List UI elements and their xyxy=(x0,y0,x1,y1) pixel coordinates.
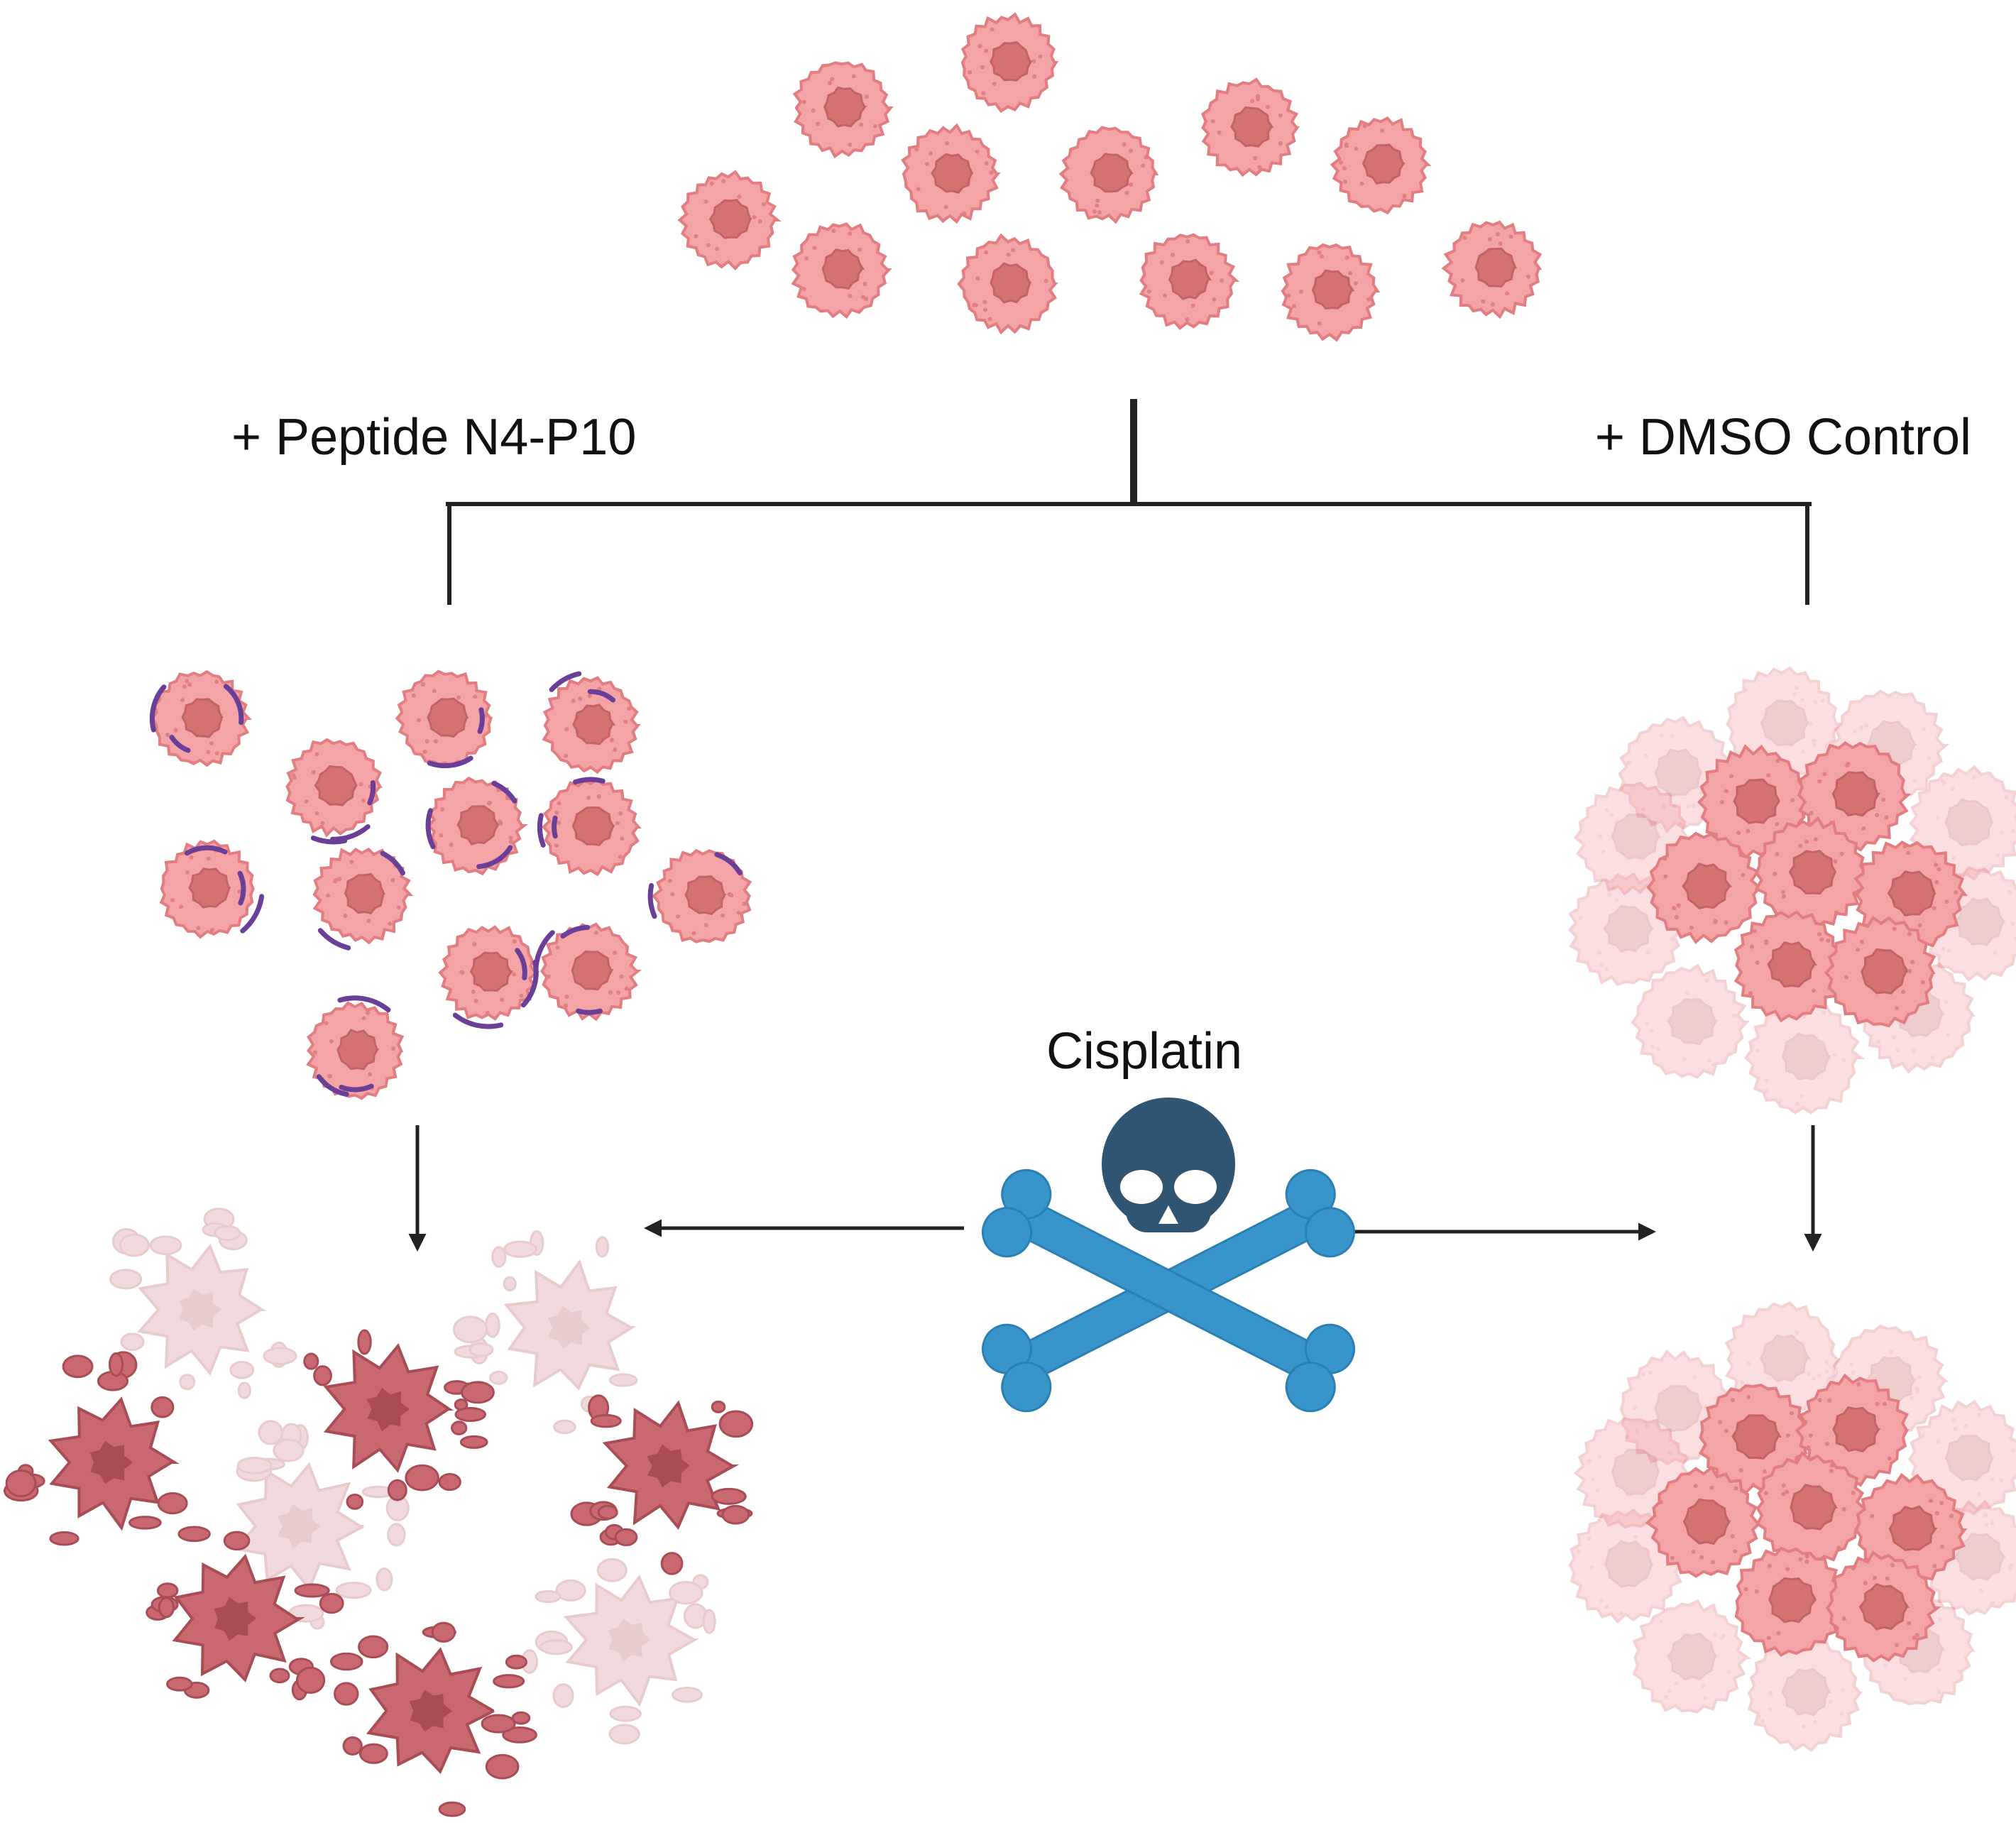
apoptotic-cell xyxy=(109,1208,297,1399)
clustered-cell xyxy=(1733,910,1847,1023)
clustered-cell xyxy=(1754,816,1869,929)
peptide-fragment xyxy=(560,924,591,939)
treatment-branch-connector xyxy=(446,399,1812,605)
apoptotic-cell xyxy=(234,1420,410,1630)
peptide-fragment xyxy=(552,815,558,839)
initial-cancer-cell xyxy=(792,61,894,159)
peptide-treated-cell xyxy=(312,847,414,945)
clustered-cell xyxy=(1755,1450,1870,1565)
peptide-fragment xyxy=(587,689,616,703)
faded-cell xyxy=(1632,1599,1752,1714)
initial-cancer-cell xyxy=(1200,77,1300,177)
peptide-fragment xyxy=(149,684,167,733)
peptide-fragment xyxy=(427,755,473,769)
initial-cancer-cell xyxy=(677,170,782,270)
clustered-cell xyxy=(1646,831,1763,944)
peptide-fragment xyxy=(240,894,265,934)
initial-cancer-cell xyxy=(1281,243,1381,342)
apoptotic-cell xyxy=(303,1329,495,1510)
apoptotic-cells-after-cisplatin xyxy=(4,1208,754,1817)
initial-cancer-cell xyxy=(957,233,1058,335)
peptide-treated-cells xyxy=(149,669,752,1100)
initial-cancer-cell xyxy=(791,222,892,319)
peptide-treated-cell xyxy=(540,922,642,1022)
initial-cancer-cell xyxy=(1139,233,1240,331)
peptide-fragment xyxy=(572,777,606,785)
clustered-cell xyxy=(1697,744,1814,860)
peptide-treated-cell xyxy=(427,776,529,876)
peptide-fragment xyxy=(452,1012,504,1029)
peptide-fragment xyxy=(476,845,513,870)
peptide-fragment xyxy=(537,813,546,848)
initial-cancer-cell xyxy=(901,123,1001,224)
peptide-fragment xyxy=(310,836,348,845)
clustered-cell xyxy=(1734,1546,1847,1657)
process-arrows xyxy=(408,1125,1822,1252)
peptide-treated-cell xyxy=(652,848,752,943)
initial-cancer-cell xyxy=(960,12,1059,114)
peptide-fragment xyxy=(477,707,485,734)
faded-cell xyxy=(1747,1636,1863,1753)
peptide-fragment xyxy=(714,852,743,876)
clustered-cell xyxy=(1795,1373,1910,1487)
dmso-control-label: + DMSO Control xyxy=(1594,409,1971,466)
apoptotic-cell xyxy=(521,1558,716,1745)
peptide-treated-cell xyxy=(541,777,642,877)
clustered-cell xyxy=(1826,1550,1942,1663)
peptide-fragment xyxy=(425,808,436,850)
peptide-treated-cell xyxy=(438,925,540,1021)
peptide-treated-cell xyxy=(306,1001,405,1100)
peptide-treatment-label: + Peptide N4-P10 xyxy=(231,409,637,466)
skull-crossbones-icon xyxy=(982,1098,1355,1413)
initial-cell-population xyxy=(677,12,1543,342)
peptide-fragment xyxy=(337,995,391,1013)
peptide-fragment xyxy=(647,882,657,919)
peptide-treated-cell xyxy=(150,669,252,767)
initial-cancer-cell xyxy=(1441,220,1543,319)
peptide-fragment xyxy=(549,671,582,692)
clustered-cell xyxy=(1645,1465,1764,1578)
peptide-fragment xyxy=(316,1074,349,1097)
apoptotic-cell xyxy=(4,1351,188,1546)
surviving-control-cluster xyxy=(1568,1301,2016,1753)
apoptotic-cell xyxy=(570,1394,754,1575)
faded-cell xyxy=(1743,999,1866,1115)
initial-cancer-cell xyxy=(1058,126,1159,224)
peptide-fragment xyxy=(169,735,191,753)
peptide-fragment xyxy=(491,780,517,804)
dmso-control-cell-cluster xyxy=(1567,666,2016,1115)
clustered-cell xyxy=(1797,741,1912,852)
peptide-fragment xyxy=(317,928,351,951)
peptide-fragment xyxy=(515,948,527,980)
peptide-treated-cell xyxy=(159,839,255,939)
peptide-fragment xyxy=(237,870,246,906)
apoptotic-cell xyxy=(330,1621,537,1817)
faded-cell xyxy=(1631,963,1751,1079)
peptide-fragment xyxy=(184,845,228,856)
peptide-treated-cell xyxy=(395,669,493,768)
peptide-fragment xyxy=(533,930,555,978)
clustered-cell xyxy=(1824,916,1936,1028)
cisplatin-label: Cisplatin xyxy=(1046,1023,1243,1080)
peptide-fragment xyxy=(339,1083,374,1093)
peptide-fragment xyxy=(329,824,371,842)
peptide-fragment xyxy=(367,780,376,806)
peptide-fragment xyxy=(223,684,244,726)
peptide-fragment xyxy=(576,1008,603,1015)
peptide-fragment xyxy=(380,850,405,876)
initial-cancer-cell xyxy=(1330,116,1432,215)
faded-cell xyxy=(1908,765,2016,882)
peptide-treated-cell xyxy=(285,738,383,838)
apoptotic-cell xyxy=(146,1526,344,1701)
